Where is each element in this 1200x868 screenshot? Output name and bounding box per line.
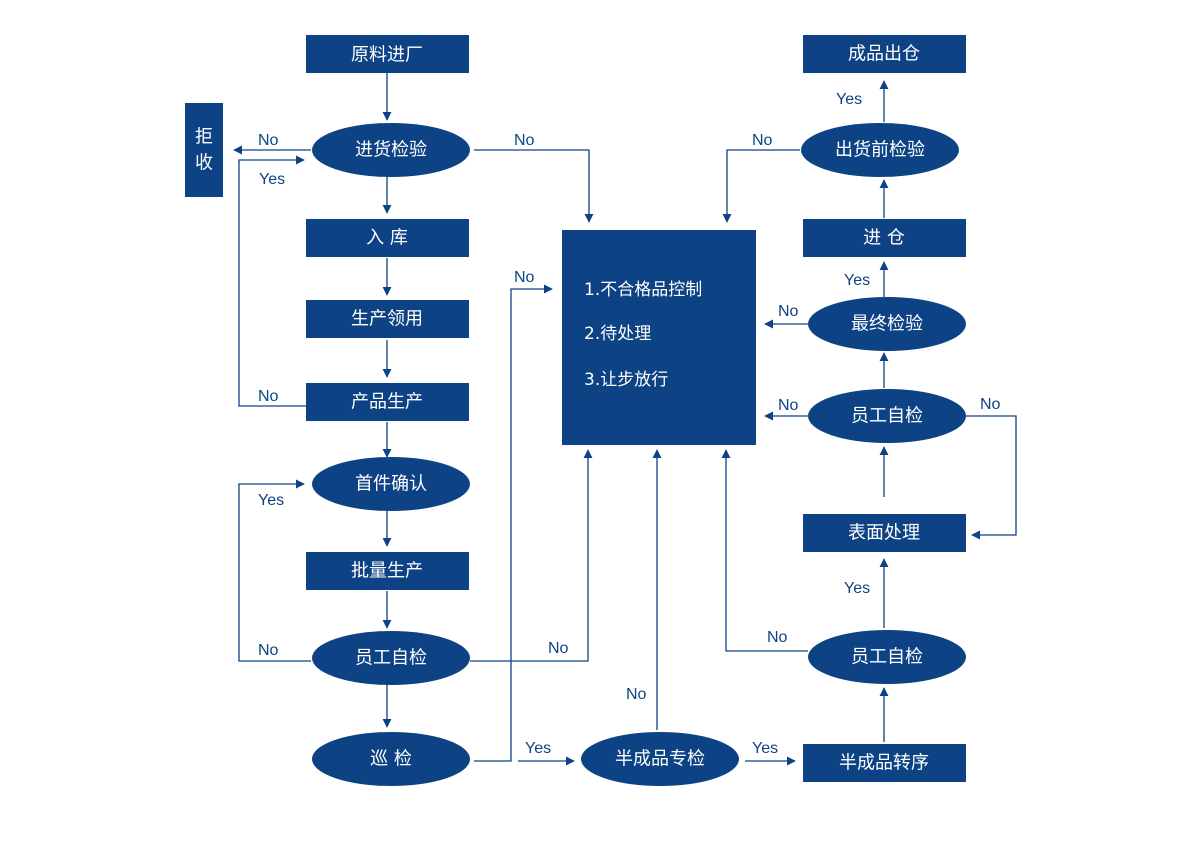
node-production: 产品生产 <box>306 383 469 421</box>
label-self-a-no-center: No <box>548 640 569 657</box>
node-final: 最终检验 <box>808 297 966 351</box>
svg-text:员工自检: 员工自检 <box>355 648 427 669</box>
label-self-b-no: No <box>767 629 788 646</box>
svg-text:生产领用: 生产领用 <box>351 309 423 330</box>
svg-text:半成品转序: 半成品转序 <box>839 753 929 774</box>
svg-text:首件确认: 首件确认 <box>355 474 427 495</box>
edge-self-a-to-center <box>470 449 593 662</box>
edge-preship-to-center <box>722 149 800 223</box>
nodes: 原料进厂 进货检验 拒 收 入 库 生产领用 产品生产 首件确认 <box>185 35 966 786</box>
svg-text:员工自检: 员工自检 <box>851 647 923 668</box>
svg-text:批量生产: 批量生产 <box>351 561 423 582</box>
label-pre-ship-no: No <box>752 132 773 149</box>
node-pre-ship: 出货前检验 <box>801 123 959 177</box>
svg-text:原料进厂: 原料进厂 <box>351 45 423 66</box>
edge-labels: No Yes No No Yes No No No Yes No Yes No … <box>258 91 1001 757</box>
node-warehouse: 进 仓 <box>803 219 966 257</box>
node-self-check-b: 员工自检 <box>808 630 966 684</box>
edge-self-b-to-center <box>721 449 808 652</box>
nonconforming-line-1: 1.不合格品控制 <box>584 280 702 300</box>
nonconforming-line-2: 2.待处理 <box>584 324 651 344</box>
svg-text:半成品专检: 半成品专检 <box>615 749 705 770</box>
label-pre-ship-yes: Yes <box>836 91 862 108</box>
node-patrol: 巡 检 <box>312 732 470 786</box>
node-nonconforming: 1.不合格品控制 2.待处理 3.让步放行 <box>562 230 756 445</box>
label-first-yes: Yes <box>258 492 284 509</box>
node-semi-inspection: 半成品专检 <box>581 732 739 786</box>
edge-incoming-to-center <box>474 149 594 223</box>
label-final-yes: Yes <box>844 272 870 289</box>
reject-char-1: 拒 <box>195 127 213 148</box>
svg-text:最终检验: 最终检验 <box>851 314 923 335</box>
svg-text:巡 检: 巡 检 <box>370 749 412 770</box>
label-incoming-yes-loop: Yes <box>259 171 285 188</box>
node-semi-transfer: 半成品转序 <box>803 744 966 782</box>
svg-text:入 库: 入 库 <box>366 228 408 249</box>
svg-text:表面处理: 表面处理 <box>848 523 920 544</box>
edges <box>233 73 1017 766</box>
nonconforming-line-3: 3.让步放行 <box>584 370 668 390</box>
node-reject: 拒 收 <box>185 103 223 197</box>
label-self-c-no-left: No <box>778 397 799 414</box>
label-self-c-no-right: No <box>980 396 1001 413</box>
svg-text:员工自检: 员工自检 <box>851 406 923 427</box>
edge-self-c-to-surface <box>966 415 1017 540</box>
label-incoming-no-center: No <box>514 132 535 149</box>
node-incoming: 进货检验 <box>312 123 470 177</box>
node-raw-in: 原料进厂 <box>306 35 469 73</box>
node-surface: 表面处理 <box>803 514 966 552</box>
label-patrol-yes: Yes <box>525 740 551 757</box>
node-mass-production: 批量生产 <box>306 552 469 590</box>
edge-production-loop-incoming <box>238 155 306 407</box>
reject-char-2: 收 <box>195 153 213 174</box>
svg-text:出货前检验: 出货前检验 <box>835 140 925 161</box>
label-patrol-no: No <box>514 269 535 286</box>
node-storage: 入 库 <box>306 219 469 257</box>
node-self-check-a: 员工自检 <box>312 631 470 685</box>
svg-text:进 仓: 进 仓 <box>863 228 905 249</box>
label-incoming-no-reject: No <box>258 132 279 149</box>
edge-self-a-loop-first <box>238 479 311 662</box>
svg-text:进货检验: 进货检验 <box>355 140 427 161</box>
label-semi-yes: Yes <box>752 740 778 757</box>
svg-text:产品生产: 产品生产 <box>351 392 423 413</box>
label-semi-no: No <box>626 686 647 703</box>
node-ship: 成品出仓 <box>803 35 966 73</box>
label-production-no: No <box>258 388 279 405</box>
edge-patrol-to-center <box>474 284 553 762</box>
svg-text:成品出仓: 成品出仓 <box>848 44 920 65</box>
label-final-no: No <box>778 303 799 320</box>
label-surface-yes: Yes <box>844 580 870 597</box>
node-first-piece: 首件确认 <box>312 457 470 511</box>
node-requisition: 生产领用 <box>306 300 469 338</box>
node-self-check-c: 员工自检 <box>808 389 966 443</box>
label-self-a-no-left: No <box>258 642 279 659</box>
